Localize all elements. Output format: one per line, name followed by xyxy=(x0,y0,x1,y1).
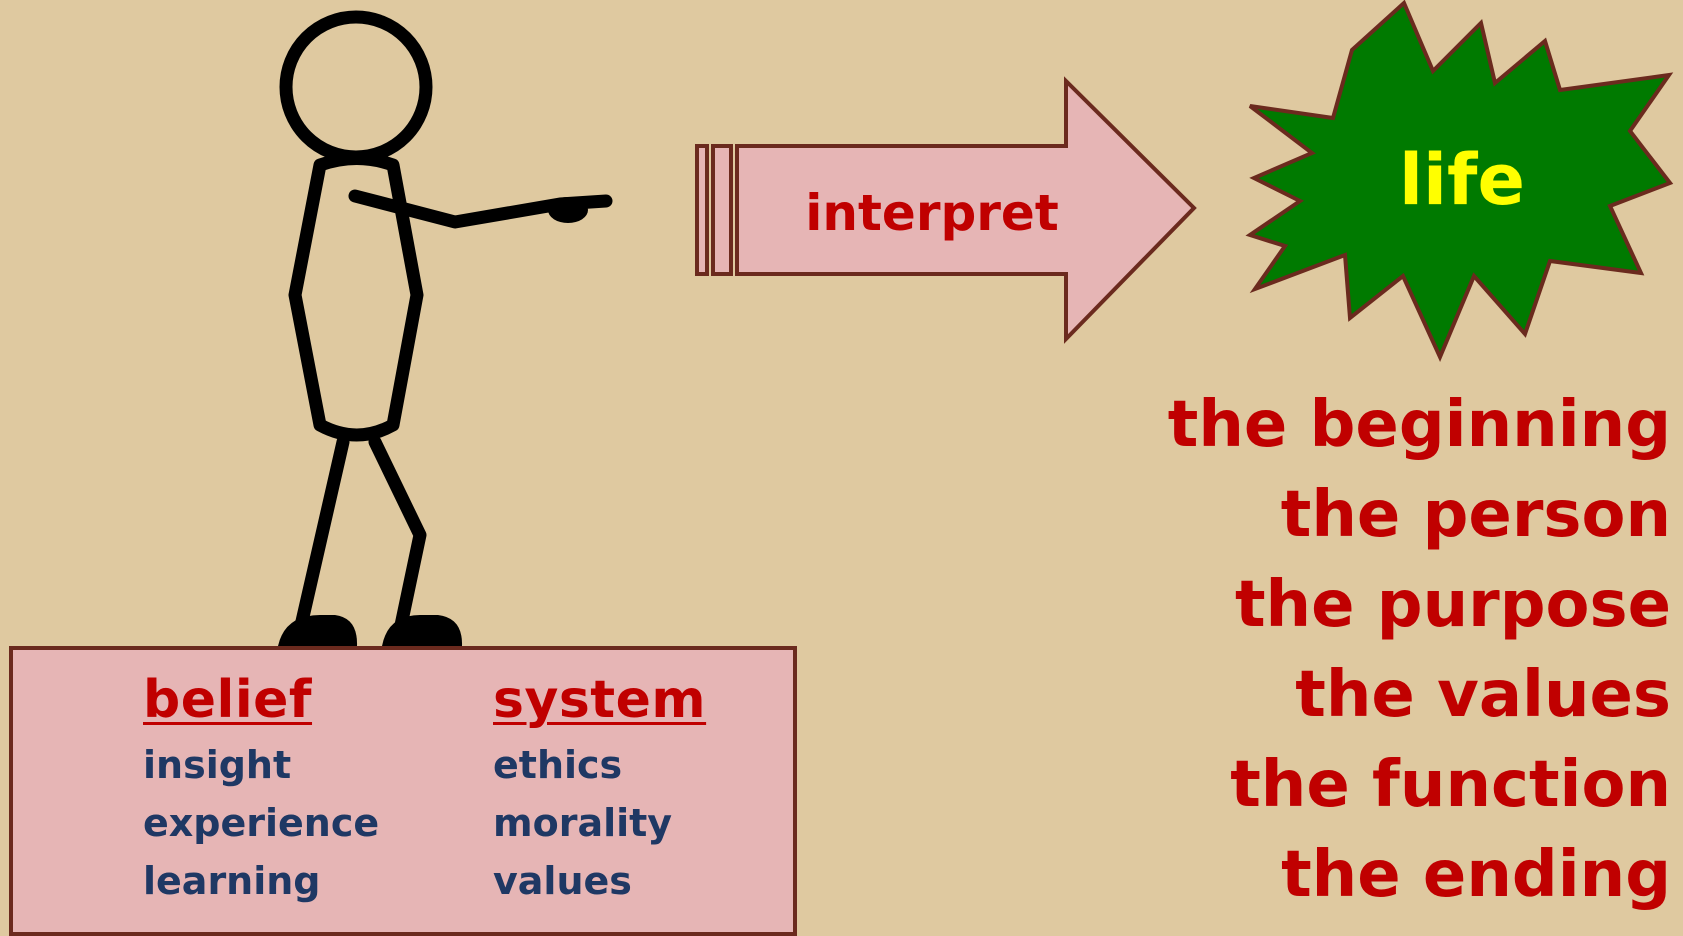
figure-right-leg xyxy=(368,435,427,637)
starburst-icon xyxy=(1245,0,1674,362)
figure-right-foot xyxy=(382,615,463,646)
belief-item: experience xyxy=(143,801,380,845)
system-item: ethics xyxy=(493,743,623,787)
system-item: values xyxy=(493,859,632,903)
arrow-tail-stripe-2 xyxy=(711,144,733,276)
arrow-body xyxy=(735,76,1197,344)
diagram-canvas: interpret life xyxy=(278,0,1674,646)
figure-left-leg xyxy=(293,435,350,637)
life-aspect-item: the beginning xyxy=(1167,388,1671,462)
life-aspect-item: the values xyxy=(1295,658,1671,732)
belief-item: learning xyxy=(143,859,321,903)
life-aspects-list: the beginning the person the purpose the… xyxy=(1168,380,1671,920)
life-aspect-item: the ending xyxy=(1281,838,1671,912)
belief-heading: belief xyxy=(143,670,313,730)
arrow-tail-stripe-1 xyxy=(695,144,709,276)
belief-item: insight xyxy=(143,743,292,787)
life-aspect-item: the person xyxy=(1280,478,1671,552)
stick-figure-pointing-icon xyxy=(279,10,613,637)
life-aspect-item: the function xyxy=(1230,748,1671,822)
figure-hand xyxy=(548,197,588,223)
system-heading: system xyxy=(493,670,707,730)
figure-left-foot xyxy=(278,615,358,646)
belief-column: belief insight experience learning xyxy=(143,670,379,910)
belief-system-box: belief insight experience learning syste… xyxy=(9,646,797,936)
life-aspect-item: the purpose xyxy=(1234,568,1671,642)
system-item: morality xyxy=(493,801,673,845)
star-label: life xyxy=(1399,139,1525,221)
right-arrow-icon xyxy=(695,76,1197,344)
arrow-label: interpret xyxy=(805,184,1058,242)
figure-torso xyxy=(288,152,424,442)
system-column: system ethics morality values xyxy=(493,670,706,910)
figure-head xyxy=(279,10,433,164)
